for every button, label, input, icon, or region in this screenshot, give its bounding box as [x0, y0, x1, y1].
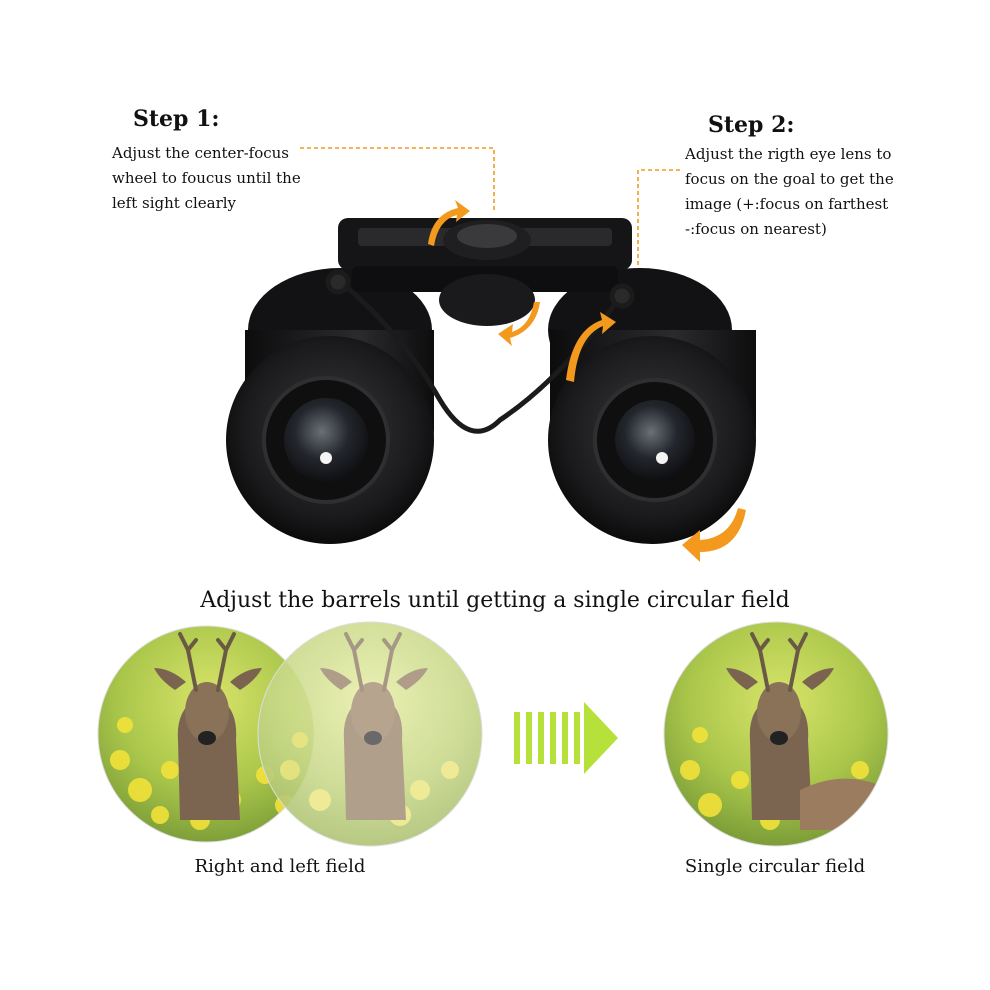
- single-field-image: [664, 622, 888, 846]
- step2-title: Step 2:: [708, 112, 795, 138]
- step1-line-2: wheel to foucus until the: [112, 169, 301, 187]
- single-field-caption: Single circular field: [684, 856, 866, 877]
- step2-line-4: -:focus on nearest): [685, 220, 827, 238]
- step1-text: Adjust the center-focus wheel to foucus …: [112, 141, 342, 216]
- deer-figure-faded: [320, 632, 428, 820]
- step1-title: Step 1:: [133, 106, 220, 132]
- step2-line-3: image (+:focus on farthest: [685, 195, 889, 213]
- step1-line-3: left sight clearly: [112, 194, 237, 212]
- left-barrel: [226, 268, 434, 544]
- binocular-bridge: [338, 218, 632, 326]
- right-barrel: [548, 268, 756, 544]
- right-eyepiece-arrows: [566, 312, 746, 562]
- deer-figure: [154, 632, 262, 820]
- left-field-caption: Right and left field: [194, 856, 366, 877]
- step2-line-1: Adjust the rigth eye lens to: [685, 145, 892, 163]
- focus-wheel-arrows: [428, 200, 540, 346]
- transition-arrow: [514, 702, 618, 774]
- step2-text: Adjust the rigth eye lens to focus on th…: [685, 142, 975, 242]
- overlap-field-image: [258, 622, 482, 846]
- step2-line-2: focus on the goal to get the: [685, 170, 894, 188]
- instruction-heading: Adjust the barrels until getting a singl…: [200, 588, 790, 613]
- step1-line-1: Adjust the center-focus: [112, 144, 289, 162]
- step1-leader-line: [300, 147, 495, 212]
- neck-strap: [325, 269, 635, 434]
- overlap-field-border: [257, 621, 483, 847]
- single-field-border: [663, 621, 889, 847]
